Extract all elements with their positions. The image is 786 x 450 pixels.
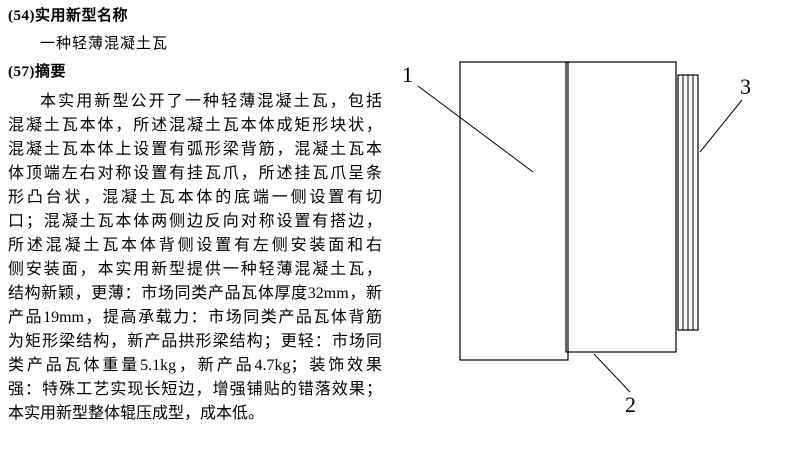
- figure-label-3: 3: [740, 74, 751, 99]
- abstract-line: 口；混凝土瓦本体两侧边反向对称设置有搭边，: [8, 213, 382, 230]
- abstract-line: 类产品瓦体重量5.1kg，新产品4.7kg；装饰效果: [8, 357, 382, 374]
- patent-figure: 1 2 3: [390, 0, 786, 450]
- abstract-line: 体顶端左右对称设置有挂瓦爪，所述挂瓦爪呈条: [8, 165, 382, 182]
- abstract-line: 为矩形梁结构，新产品拱形梁结构；更轻：市场同: [8, 333, 382, 350]
- abstract-line: 结构新颖，更薄：市场同类产品瓦体厚度32mm，新: [8, 285, 382, 302]
- abstract-line: 侧安装面，本实用新型提供一种轻薄混凝土瓦，: [8, 261, 382, 278]
- leader-line-3: [699, 99, 743, 153]
- abstract-line: 强：特殊工艺实现长短边，增强铺贴的错落效果；: [8, 381, 382, 398]
- field-54-label: (54)实用新型名称: [8, 8, 128, 24]
- abstract-line: 所述混凝土瓦本体背侧设置有左侧安装面和右: [8, 237, 382, 254]
- abstract-text-column: (54)实用新型名称 一种轻薄混凝土瓦 (57)摘要 本实用新型公开了一种轻薄混…: [8, 6, 382, 426]
- invention-title: 一种轻薄混凝土瓦: [40, 36, 169, 52]
- abstract-line: 形凸台状，混凝土瓦本体的底端一侧设置有切: [8, 189, 382, 206]
- abstract-line: 本实用新型整体辊压成型，成本低。: [8, 405, 265, 422]
- tile-drawing: 1 2 3: [402, 61, 751, 417]
- figure-label-1: 1: [402, 62, 413, 87]
- tile-body-right-block: [565, 61, 677, 353]
- leader-line-1: [417, 85, 534, 173]
- abstract-line: 产品19mm，提高承载力：市场同类产品瓦体背筋: [8, 309, 382, 326]
- abstract-line: 混凝土瓦本体上设置有弧形梁背筋，混凝土瓦本: [8, 141, 382, 158]
- tile-body-left-block: [459, 61, 569, 361]
- leader-line-2: [593, 353, 631, 393]
- figure-label-2: 2: [625, 392, 636, 417]
- abstract-line: 混凝土瓦本体，所述混凝土瓦本体成矩形块状，: [8, 117, 382, 134]
- abstract-text: 本实用新型公开了一种轻薄混凝土瓦，包括 混凝土瓦本体，所述混凝土瓦本体成矩形块状…: [8, 90, 382, 426]
- field-57-label: (57)摘要: [8, 64, 66, 80]
- abstract-line: 本实用新型公开了一种轻薄混凝土瓦，包括: [40, 93, 382, 110]
